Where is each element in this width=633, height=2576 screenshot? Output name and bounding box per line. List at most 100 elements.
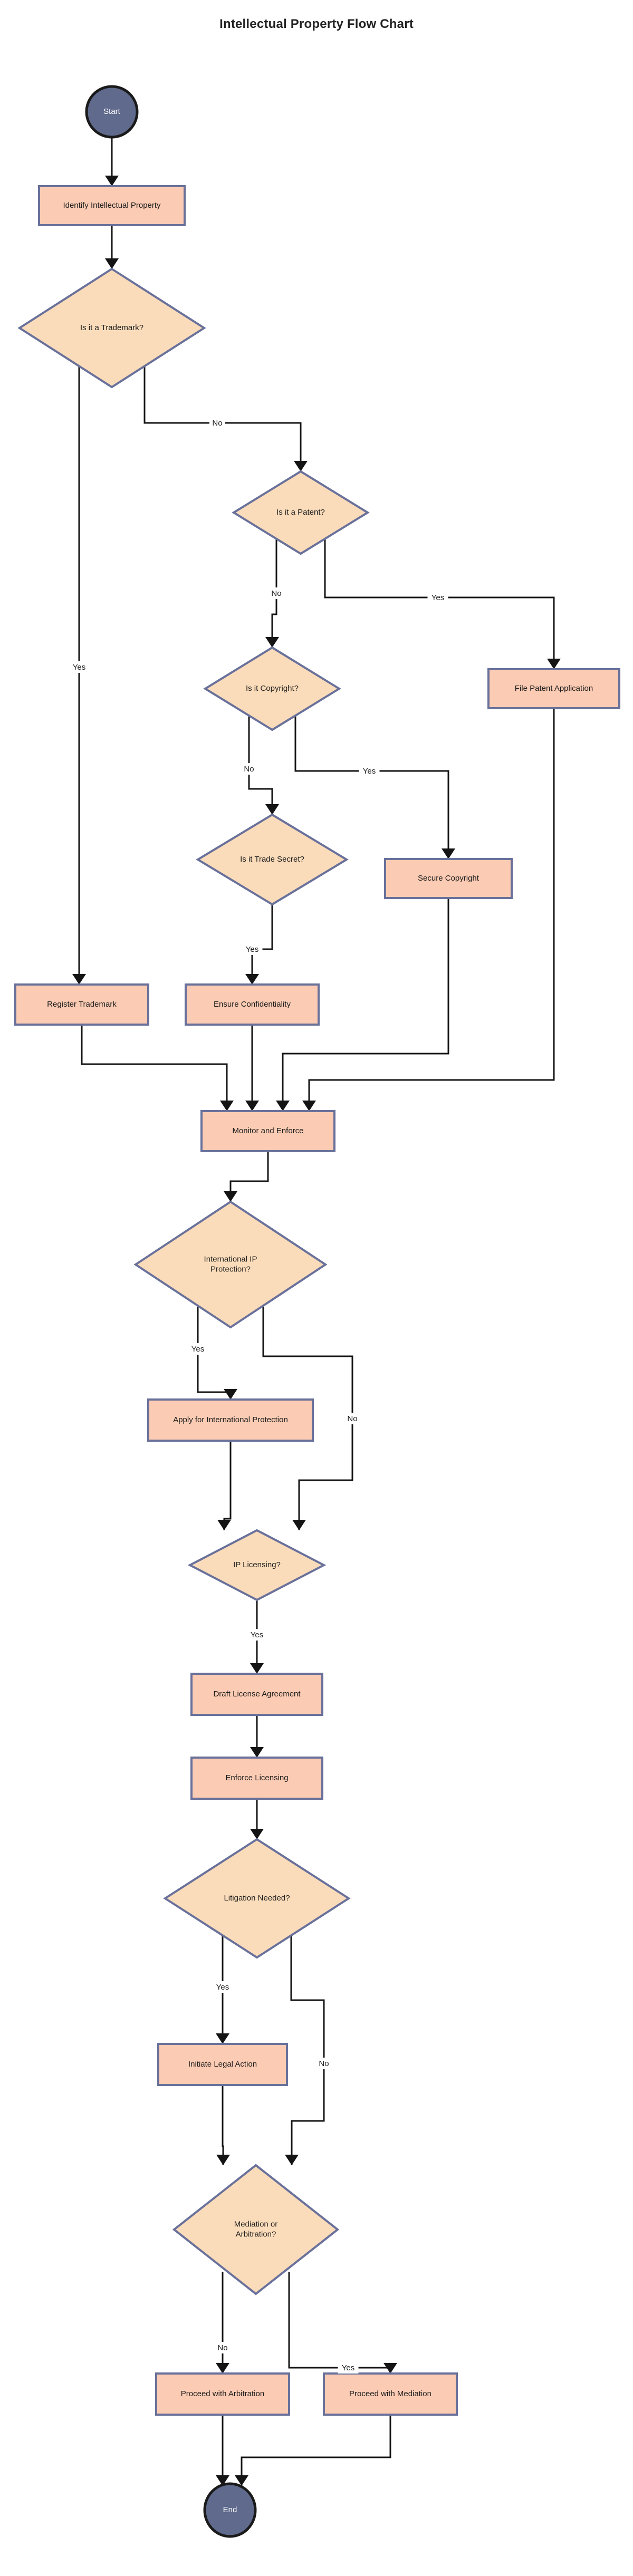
node-label-is-it-a-trademark: Is it a Trademark? (80, 323, 143, 332)
edge-label-text: Yes (342, 2363, 354, 2372)
node-label-start: Start (103, 107, 121, 116)
edge-label-yes: Yes (242, 943, 263, 955)
arrowhead-icon (292, 1520, 306, 1530)
arrowhead-icon (547, 659, 561, 669)
node-initiate-legal-action[interactable]: Initiate Legal Action (157, 2043, 288, 2086)
edge-line (294, 710, 449, 859)
node-draft-license-agreement[interactable]: Draft License Agreement (190, 1673, 323, 1716)
edge-label-text: Yes (216, 1983, 229, 1992)
edge-line (241, 2415, 391, 2486)
node-monitor-and-enforce[interactable]: Monitor and Enforce (200, 1110, 335, 1152)
node-identify-intellectual-property[interactable]: Identify Intellectual Property (38, 185, 186, 226)
node-label-apply-for-international-protection: Apply for International Protection (173, 1415, 288, 1424)
arrowhead-icon (224, 1389, 237, 1400)
arrowhead-icon (224, 1191, 237, 1202)
edge-line (81, 1025, 228, 1111)
node-is-it-trade-secret[interactable]: Is it Trade Secret? (196, 813, 349, 906)
edges-layer (72, 137, 561, 2486)
node-label-initiate-legal-action: Initiate Legal Action (188, 2060, 257, 2069)
node-label-identify-intellectual-property: Identify Intellectual Property (63, 201, 161, 210)
node-is-it-a-patent[interactable]: Is it a Patent? (232, 470, 370, 555)
arrowhead-icon (383, 2363, 397, 2374)
node-label-litigation-needed: Litigation Needed? (224, 1894, 290, 1903)
edge-label-yes: Yes (338, 2362, 359, 2374)
arrowhead-icon (250, 1747, 264, 1758)
edge-label-text: No (212, 419, 222, 428)
node-secure-copyright[interactable]: Secure Copyright (384, 858, 513, 899)
edge-label-yes: Yes (212, 1981, 233, 1993)
arrowhead-icon (217, 1520, 231, 1530)
arrowhead-icon (250, 1829, 264, 1839)
arrowhead-icon (216, 2363, 229, 2374)
node-label-monitor-and-enforce: Monitor and Enforce (232, 1126, 303, 1135)
node-label-is-it-a-patent: Is it a Patent? (276, 508, 325, 517)
node-end[interactable]: End (203, 2482, 257, 2538)
node-label-enforce-licensing: Enforce Licensing (225, 1773, 288, 1782)
arrowhead-icon (235, 2475, 248, 2486)
node-label-ensure-confidentiality: Ensure Confidentiality (214, 1000, 291, 1009)
arrowhead-icon (216, 2475, 229, 2486)
arrowhead-icon (442, 848, 455, 859)
arrowhead-icon (302, 1101, 316, 1111)
edge-label-yes: Yes (427, 592, 448, 603)
edge-label-text: No (217, 2343, 227, 2352)
edge-label-no: No (344, 1413, 360, 1424)
node-label-register-trademark: Register Trademark (47, 1000, 117, 1009)
edge-line (288, 2272, 391, 2374)
arrowhead-icon (216, 2155, 230, 2165)
edge-label-text: Yes (73, 663, 85, 672)
edge-label-text: Yes (251, 1630, 263, 1639)
page-title: Intellectual Property Flow Chart (219, 17, 414, 31)
node-enforce-licensing[interactable]: Enforce Licensing (190, 1757, 323, 1800)
node-label-secure-copyright: Secure Copyright (418, 874, 479, 883)
edge-label-yes: Yes (359, 765, 380, 777)
edge-label-no: No (316, 2058, 332, 2069)
node-start[interactable]: Start (85, 85, 139, 139)
edge-label-text: No (347, 1414, 357, 1423)
arrowhead-icon (105, 176, 119, 186)
edge-label-text: Yes (431, 593, 444, 602)
edge-label-no: No (241, 763, 257, 775)
edge-label-no: No (209, 417, 225, 429)
arrowhead-icon (245, 974, 259, 985)
node-file-patent-application[interactable]: File Patent Application (487, 668, 620, 709)
edge-label-yes: Yes (187, 1343, 208, 1355)
node-is-it-a-trademark[interactable]: Is it a Trademark? (17, 267, 206, 389)
edge-label-text: No (244, 765, 254, 774)
arrowhead-icon (285, 2155, 299, 2165)
node-label-ip-licensing: IP Licensing? (233, 1560, 281, 1569)
edge-line (290, 1928, 325, 2165)
arrowhead-icon (276, 1101, 290, 1111)
node-litigation-needed[interactable]: Litigation Needed? (163, 1838, 351, 1959)
node-apply-for-international-protection[interactable]: Apply for International Protection (147, 1398, 314, 1442)
node-is-it-copyright[interactable]: Is it Copyright? (203, 646, 341, 731)
arrowhead-icon (220, 1101, 234, 1111)
edge-line (143, 358, 302, 471)
node-label-file-patent-application: File Patent Application (515, 684, 593, 693)
edge-label-text: Yes (246, 945, 258, 954)
arrowhead-icon (105, 258, 119, 269)
node-proceed-with-mediation[interactable]: Proceed with Mediation (323, 2372, 458, 2416)
edge-label-text: Yes (363, 767, 376, 776)
arrowhead-icon (216, 2033, 229, 2044)
node-proceed-with-arbitration[interactable]: Proceed with Arbitration (155, 2372, 290, 2416)
edge-label-no: No (215, 2342, 231, 2353)
edge-label-text: No (319, 2059, 329, 2068)
edge-label-no: No (268, 587, 284, 599)
arrowhead-icon (265, 804, 279, 815)
node-label-end: End (223, 2505, 237, 2514)
edge-line (229, 1151, 269, 1202)
node-register-trademark[interactable]: Register Trademark (14, 983, 149, 1026)
node-ip-licensing[interactable]: IP Licensing? (187, 1529, 327, 1601)
node-ensure-confidentiality[interactable]: Ensure Confidentiality (185, 983, 320, 1026)
edge-label-yes: Yes (69, 661, 90, 673)
edge-line (248, 710, 273, 815)
arrowhead-icon (250, 1663, 264, 1674)
node-label-proceed-with-mediation: Proceed with Mediation (349, 2389, 431, 2398)
